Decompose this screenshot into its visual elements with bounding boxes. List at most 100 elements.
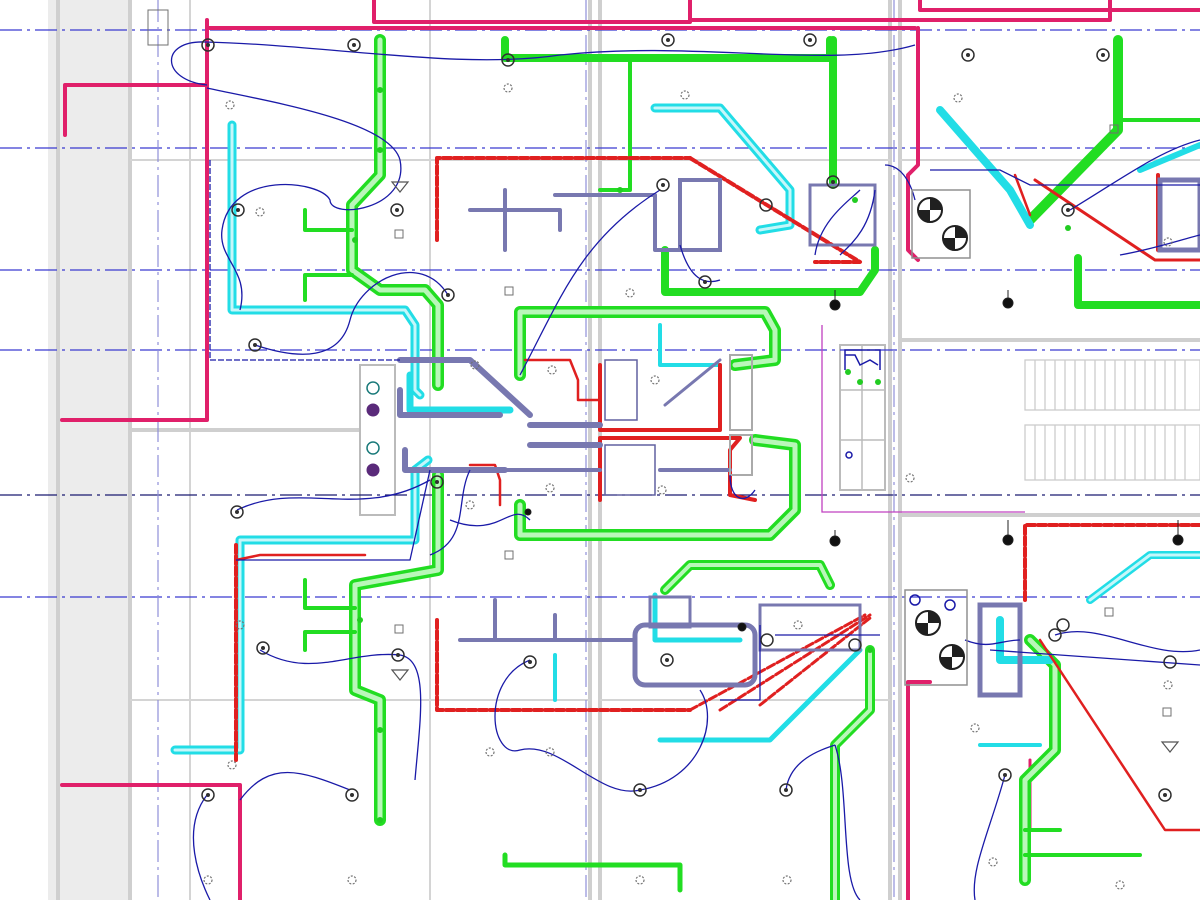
circle-dot-symbol [231,203,245,217]
green-duct-branch [303,630,357,652]
quartered-circle-symbol [944,599,956,611]
diffuser-center [253,343,257,347]
diffuser-center [638,788,642,792]
circle-dot-symbol [441,288,455,302]
starburst-symbol [547,365,557,375]
blue-wire [192,794,211,900]
gray-duct-branch [553,193,692,252]
magenta-pipe [372,0,692,24]
circle-dot-symbol [430,475,444,489]
green-duct-run [1025,35,1123,225]
starburst-symbol [905,473,915,483]
blue-wire [814,189,861,256]
magenta-pipe [918,0,1200,12]
quartered-circle-symbol [366,403,380,417]
square-grille-symbol [504,286,514,296]
blue-wire [209,160,400,361]
diffuser-center [784,788,788,792]
square-grille-symbol [1162,707,1172,717]
blue-wire [834,744,861,900]
cyan-duct-run [650,103,795,235]
gray-duct-run [397,387,503,418]
circle-dot-symbol [656,178,670,192]
starburst-symbol [347,875,357,885]
black-dot-symbol [829,299,841,311]
square-grille-symbol [1104,607,1114,617]
gray-duct-branch [493,613,557,642]
equipment-box [604,359,638,421]
cyan-duct-run [1137,142,1200,173]
diffuser-center [396,653,400,657]
circle-dot-symbol [501,53,515,67]
gray-duct-run [402,447,508,473]
circle-dot-symbol [230,505,244,519]
shaft-fans [366,381,380,477]
blue-wire [1069,139,1200,211]
green-duct-branch [598,56,632,192]
cyan-duct-branch [657,647,863,743]
starburst-symbol [635,875,645,885]
circle-dot-symbol [1056,618,1070,632]
green-duct-inner [517,437,798,538]
red-pipe-run [435,156,692,242]
gray-duct-run [397,357,533,418]
duct-terminal-dot [377,727,383,733]
cyan-duct-run [227,120,425,400]
diffuser-center [350,793,354,797]
circle-dot-symbol [760,633,774,647]
diffuser-center [831,180,835,184]
green-duct-branch [303,273,354,302]
black-dot-symbol [1002,297,1014,309]
starburst-symbol [203,875,213,885]
magenta-pipe [60,783,242,900]
duct-terminal-dot [377,817,383,823]
blue-wire [1054,630,1200,653]
diffuser-center [1003,773,1007,777]
equipment-box [678,178,722,252]
fan-units [904,189,971,686]
diffuser-center [703,280,707,284]
cyan-duct-inner [230,123,422,397]
starburst-symbol [227,760,237,770]
green-duct-run [830,645,875,900]
blue-wire [785,744,836,791]
duct-terminal-dot [1065,225,1071,231]
equipment-box [604,444,656,496]
starburst-symbol [680,90,690,100]
green-duct-branch [303,208,354,232]
funnel-symbol [390,181,410,193]
funnel-symbol [1160,741,1180,753]
drain-symbols [390,181,1180,753]
green-duct-run [349,469,444,826]
red-pipes [234,156,1200,832]
circle-dot-symbol [248,338,262,352]
equipment-box [808,183,877,247]
square-grille-symbol [394,624,404,634]
starburst-symbol [545,747,555,757]
funnel-symbol [390,669,410,681]
red-pipe-run [1038,638,1200,832]
quartered-circle-symbol [909,594,921,606]
circle-dot-symbol [961,48,975,62]
blue-wire [679,244,721,283]
green-terminals [352,87,1071,823]
red-pipe-run [688,613,867,712]
starburst-symbol [225,100,235,110]
diffuser-center [206,793,210,797]
starburst-symbol [793,620,803,630]
diffuser-center [506,58,510,62]
green-duct-run [346,34,444,391]
duct-terminal-dot [352,237,358,243]
fan-unit-box [911,189,971,259]
diffuser-center [1101,53,1105,57]
blue-wire [989,649,1200,666]
green-duct-inner [517,309,778,378]
circle-dot-symbol [1061,203,1075,217]
circle-dot-symbol [759,198,773,212]
quartered-circle-symbol [366,441,380,455]
cyan-duct-inner [1088,553,1200,602]
riser-outline [844,349,881,370]
ceiling-diffusers [201,33,1177,802]
blue-wire [720,625,761,701]
